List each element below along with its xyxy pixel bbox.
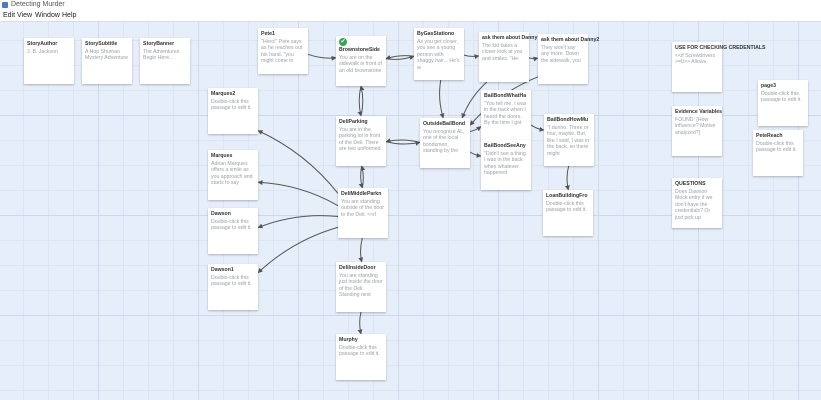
passage-excerpt: You recognize AL, one of the local bonds… (423, 128, 465, 155)
passage-title: StoryBanner (143, 41, 175, 47)
passage-title: BrownstoneSide (339, 47, 380, 53)
passage-excerpt: A Hop Shuman Mystery Adventure (85, 48, 128, 62)
passage-title: LoanBuildingFro (546, 193, 588, 199)
passage-title: DeliMiddleParkn (341, 191, 382, 197)
passage-baildwhat[interactable]: BailBondWhatHa"You tell me. I was in the… (481, 90, 531, 140)
passage-title: QUESTIONS (675, 181, 706, 187)
passage-title: Pete1 (261, 31, 275, 37)
passage-excerpt: You are in the parking lot in front of t… (339, 126, 381, 153)
passage-excerpt: "Hero!" Pete says as he reaches out his … (261, 38, 303, 65)
passage-title: DeliParking (339, 119, 368, 125)
passage-title: Marques2 (211, 91, 236, 97)
passage-excerpt: Double-click this passage to edit it. (756, 140, 797, 154)
passage-title: Marques (211, 153, 233, 159)
passage-excerpt: As you get closer, you see a young perso… (417, 38, 460, 71)
passage-excerpt: Does Dawson Mock entry if we don't have … (675, 188, 713, 221)
passage-excerpt: Double-click this passage to edit it. (339, 344, 380, 358)
passage-bailhowmu[interactable]: BailBondHowMu"I dunno. Three or four, ma… (544, 114, 594, 166)
passage-title: PeteReach (756, 133, 783, 139)
passage-excerpt: You are standing just inside the door of… (339, 272, 383, 299)
passage-title: BailBondSeeAny (484, 143, 526, 149)
passage-title: OutsideBailBond (423, 121, 466, 127)
passage-excerpt: FOUND: [How influence? Motive analyzed?] (675, 116, 716, 136)
passage-title: Murphy (339, 337, 358, 343)
menu-bar: Edit View Window Help (0, 10, 821, 22)
passage-excerpt: Adrian Marques offers a smile as you app… (211, 160, 253, 187)
menu-edit[interactable]: Edit (3, 12, 16, 19)
passage-excerpt: "You tell me. I was in the back when I h… (484, 100, 527, 127)
passage-excerpt: "I dunno. Three or four, maybe. But, lik… (547, 124, 590, 157)
passage-excerpt: "Didn't see a thing. I was in the back w… (484, 150, 528, 177)
passage-excerpt: Double-click this passage to edit it. (546, 200, 587, 214)
passage-excerpt: The Adventures Begin Here... (143, 48, 180, 62)
menu-window[interactable]: Window (35, 12, 60, 19)
passage-title: Dawson1 (211, 267, 234, 273)
passage-check[interactable]: USE FOR CHECKING CREDENTIALS<<if Screwdr… (672, 42, 766, 92)
passage-excerpt: Double-click this passage to edit it. (211, 218, 252, 232)
passage-title: ask them about Danny2 (541, 37, 600, 43)
menu-view[interactable]: View (17, 12, 33, 19)
passage-title: ask them about Danny (482, 35, 538, 41)
passage-title: USE FOR CHECKING CREDENTIALS (675, 45, 766, 51)
passage-excerpt: Double-click this passage to edit it. (211, 98, 252, 112)
passage-title: StoryAuthor (27, 41, 58, 47)
passage-excerpt: You are standing outside of the door to … (341, 198, 384, 218)
passage-excerpt: J. B. Jackson (27, 48, 58, 55)
passage-title: ByGasStationo (417, 31, 455, 37)
passage-excerpt: <<if Screwdrivers >=0>> Allows (675, 52, 716, 66)
passage-excerpt: You are on the sidewalk in front of an o… (339, 54, 382, 74)
passage-title: BailBondWhatHa (484, 93, 527, 99)
passage-bailseeany[interactable]: BailBondSeeAny"Didn't see a thing. I was… (481, 140, 531, 190)
app-icon (2, 2, 8, 8)
passage-title: page3 (761, 83, 776, 89)
start-check-icon: ✔ (339, 38, 347, 46)
passage-title: Evidence Variables (675, 109, 723, 115)
window-title: Detecting Murder (11, 1, 65, 8)
passage-pete1[interactable]: Pete1"Hero!" Pete says as he reaches out… (258, 28, 308, 74)
passage-excerpt: They won't say any more. Down the sidewa… (541, 44, 581, 64)
passage-title: DeliInsideDoor (339, 265, 376, 271)
passage-excerpt: Double-click this passage to edit it. (211, 274, 252, 288)
passage-excerpt: The kid takes a closer look at you and s… (482, 42, 523, 62)
passage-title: Dawson (211, 211, 231, 217)
passage-excerpt: Double-click this passage to edit it. (761, 90, 802, 104)
title-bar: Detecting Murder (0, 0, 821, 10)
passage-title: BailBondHowMu (547, 117, 589, 123)
passage-title: StorySubtitle (85, 41, 118, 47)
menu-help[interactable]: Help (62, 12, 77, 19)
